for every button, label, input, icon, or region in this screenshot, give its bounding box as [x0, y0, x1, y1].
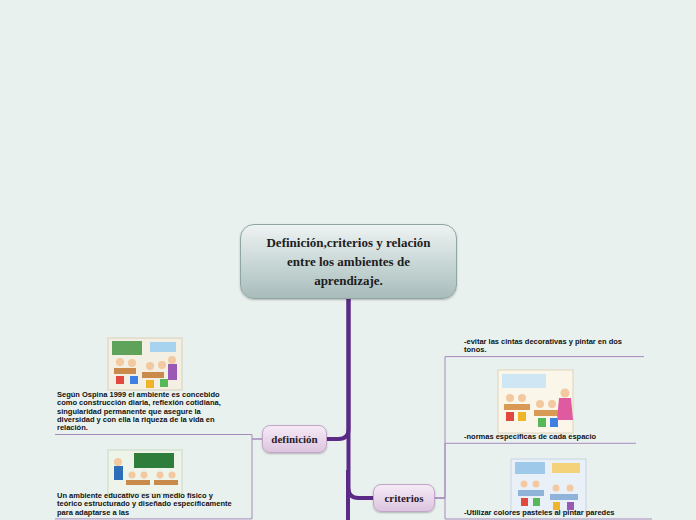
node-text: Un ambiente educativo es un medio físico… [57, 492, 237, 517]
subtopic: -normas especificas de cada espacio [464, 433, 624, 441]
branch-connector [55, 434, 262, 439]
classroom-picture [498, 370, 573, 433]
branch-connector [55, 439, 262, 519]
node-text: -evitar las cintas decorativas y pintar … [464, 338, 632, 355]
classroom-picture [108, 338, 182, 390]
subtopic: -Utilizar colores pasteles al pintar par… [464, 509, 640, 517]
node-text: -normas especificas de cada espacio [464, 433, 624, 441]
branch-connector [435, 443, 636, 498]
node-text: Según Ospina 1999 el ambiente es concebi… [57, 391, 235, 432]
trunk-connector [349, 299, 374, 498]
classroom-picture [511, 459, 586, 512]
branch-connector [435, 357, 644, 498]
central-topic: Definición,criterios y relación entre lo… [240, 224, 457, 299]
node-text: definición [271, 433, 317, 446]
branch-topic: criterios [373, 484, 435, 512]
subtopic: Un ambiente educativo es un medio físico… [57, 492, 237, 517]
node-text: Definición,criterios y relación entre lo… [255, 233, 442, 290]
node-text: criterios [384, 492, 423, 505]
subtopic: Según Ospina 1999 el ambiente es concebi… [57, 391, 235, 432]
branch-connector [435, 498, 652, 519]
trunk-connector [327, 299, 349, 439]
subtopic: -evitar las cintas decorativas y pintar … [464, 338, 632, 355]
classroom-picture [108, 450, 182, 494]
node-text: -Utilizar colores pasteles al pintar par… [464, 509, 640, 517]
branch-topic: definición [262, 425, 327, 453]
